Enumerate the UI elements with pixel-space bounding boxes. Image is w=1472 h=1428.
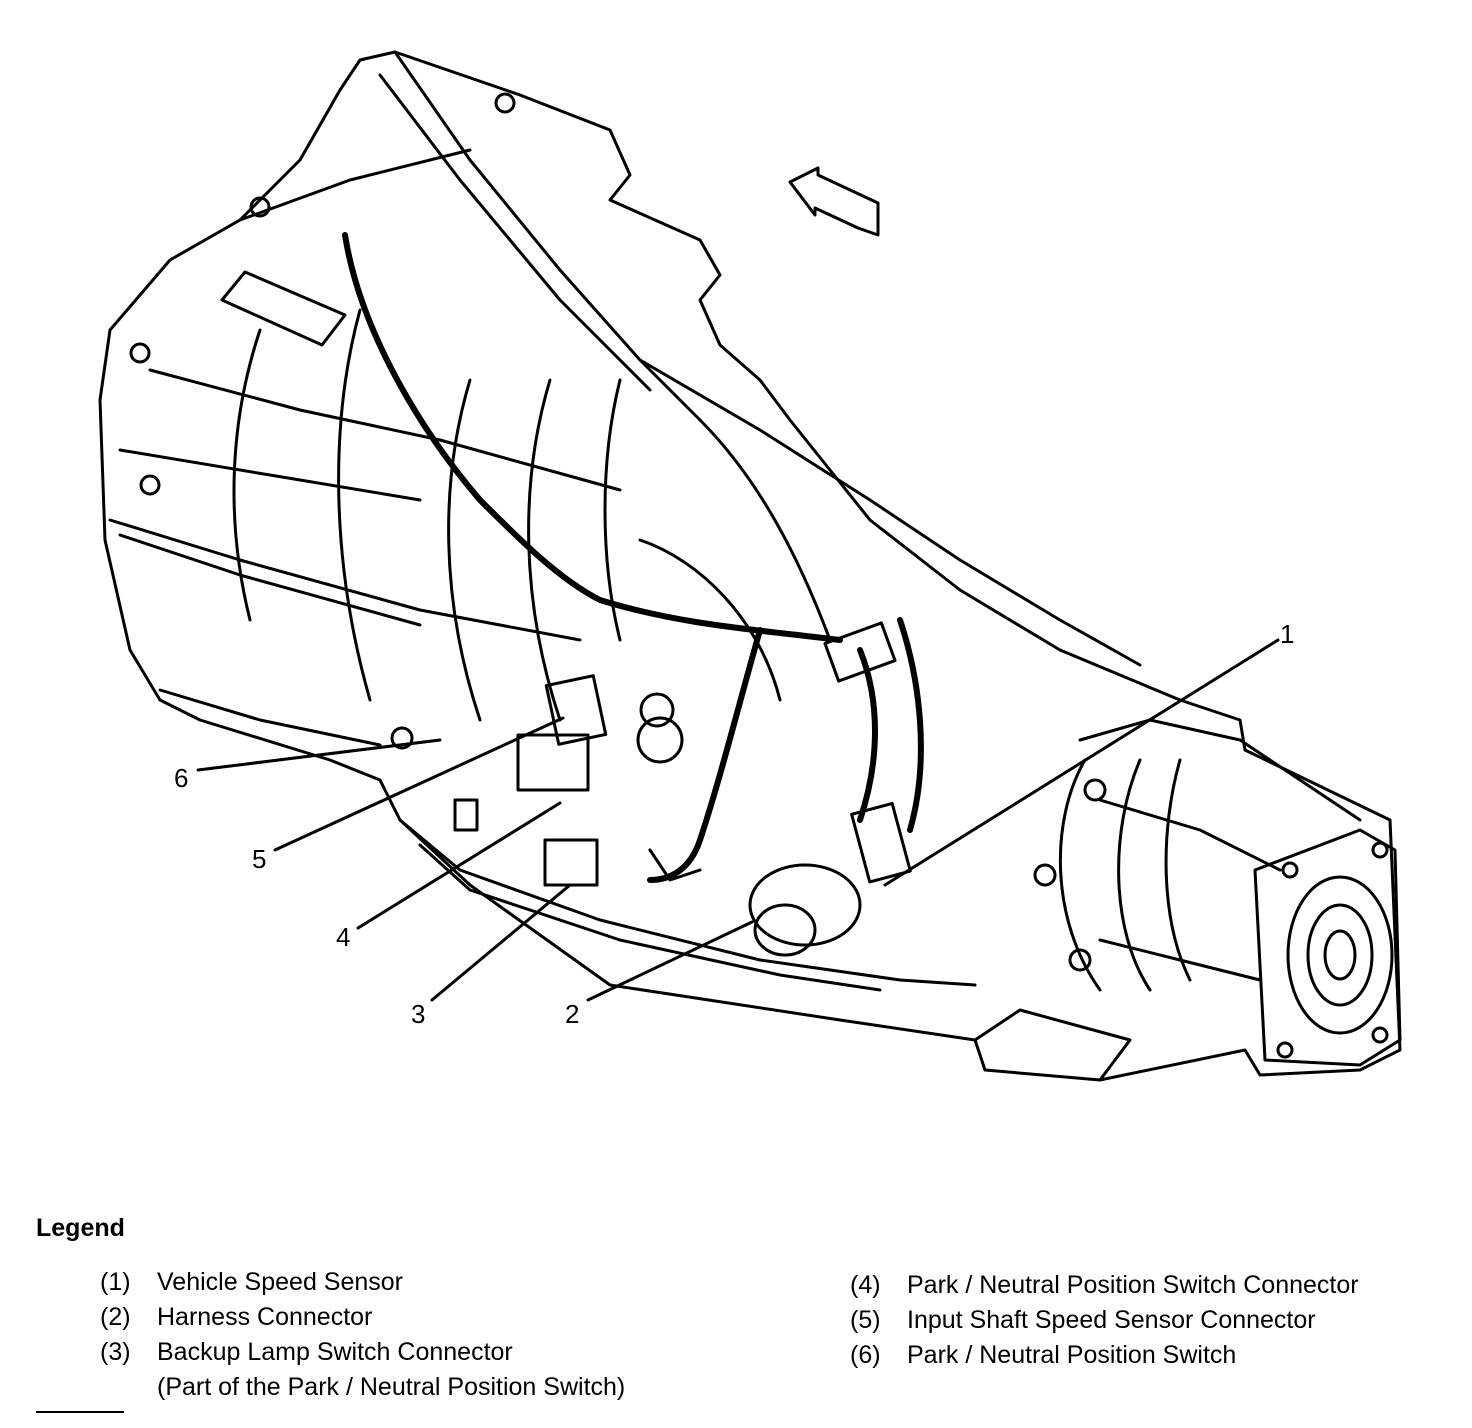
legend-column-right: (4) Park / Neutral Position Switch Conne… (850, 1268, 1359, 1373)
callout-6: 6 (174, 763, 188, 793)
direction-arrow-icon (788, 166, 880, 237)
legend-item-label: Park / Neutral Position Switch (907, 1341, 1237, 1369)
callout-4: 4 (336, 922, 350, 952)
legend-item: (5) Input Shaft Speed Sensor Connector (850, 1303, 1359, 1338)
legend-item: (6) Park / Neutral Position Switch (850, 1338, 1359, 1373)
legend-item-number: (3) (100, 1338, 131, 1366)
leader-line-2 (586, 920, 754, 1002)
legend-item: (2) Harness Connector (100, 1300, 625, 1335)
leader-line-5 (273, 716, 565, 852)
legend-item-label: Vehicle Speed Sensor (157, 1268, 404, 1296)
legend-item-number: (2) (100, 1303, 131, 1331)
leader-line-1 (883, 638, 1280, 887)
legend-item-label: Backup Lamp Switch Connector (157, 1338, 513, 1366)
legend-item-number: (4) (850, 1271, 881, 1299)
legend-item: (1) Vehicle Speed Sensor (100, 1265, 625, 1300)
legend-item-number: (6) (850, 1341, 881, 1369)
leader-line-4 (356, 801, 562, 930)
legend-item-note: (Part of the Park / Neutral Position Swi… (157, 1373, 626, 1401)
legend-item: (3) Backup Lamp Switch Connector (100, 1335, 625, 1370)
footer-rule (36, 1411, 124, 1413)
legend-item-label: Park / Neutral Position Switch Connector (907, 1271, 1359, 1299)
leader-line-6 (196, 738, 442, 772)
legend-column-left: (1) Vehicle Speed Sensor (2) Harness Con… (100, 1265, 625, 1405)
callout-2: 2 (565, 999, 579, 1029)
bell-housing (98, 50, 1402, 1082)
legend-title: Legend (36, 1214, 125, 1242)
callout-3: 3 (411, 999, 425, 1029)
transmission-illustration: 1 2 3 4 5 6 (98, 50, 1402, 1082)
callout-1: 1 (1280, 619, 1294, 649)
callout-5: 5 (252, 844, 266, 874)
legend-item-label: Input Shaft Speed Sensor Connector (907, 1306, 1316, 1334)
leader-line-3 (430, 883, 572, 1002)
legend-item: (4) Park / Neutral Position Switch Conne… (850, 1268, 1359, 1303)
legend-item-label: Harness Connector (157, 1303, 373, 1331)
legend-item-number: (5) (850, 1306, 881, 1334)
legend-item-number: (1) (100, 1268, 131, 1296)
